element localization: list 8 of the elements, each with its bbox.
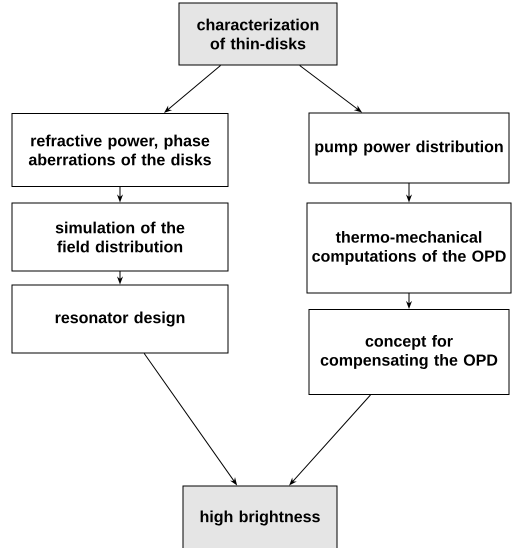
process-box: thermo-mechanical computations of the OPD xyxy=(306,202,512,294)
process-box: simulation of the field distribution xyxy=(12,202,228,272)
process-box: resonator design xyxy=(12,284,228,354)
process-box: characterization of thin-disks xyxy=(178,2,338,66)
process-box: concept for compensating the OPD xyxy=(308,309,510,395)
process-box: pump power distribution xyxy=(308,112,510,184)
process-box: high brightness xyxy=(182,486,338,548)
process-box: refractive power, phase aberrations of the disks xyxy=(12,113,228,187)
